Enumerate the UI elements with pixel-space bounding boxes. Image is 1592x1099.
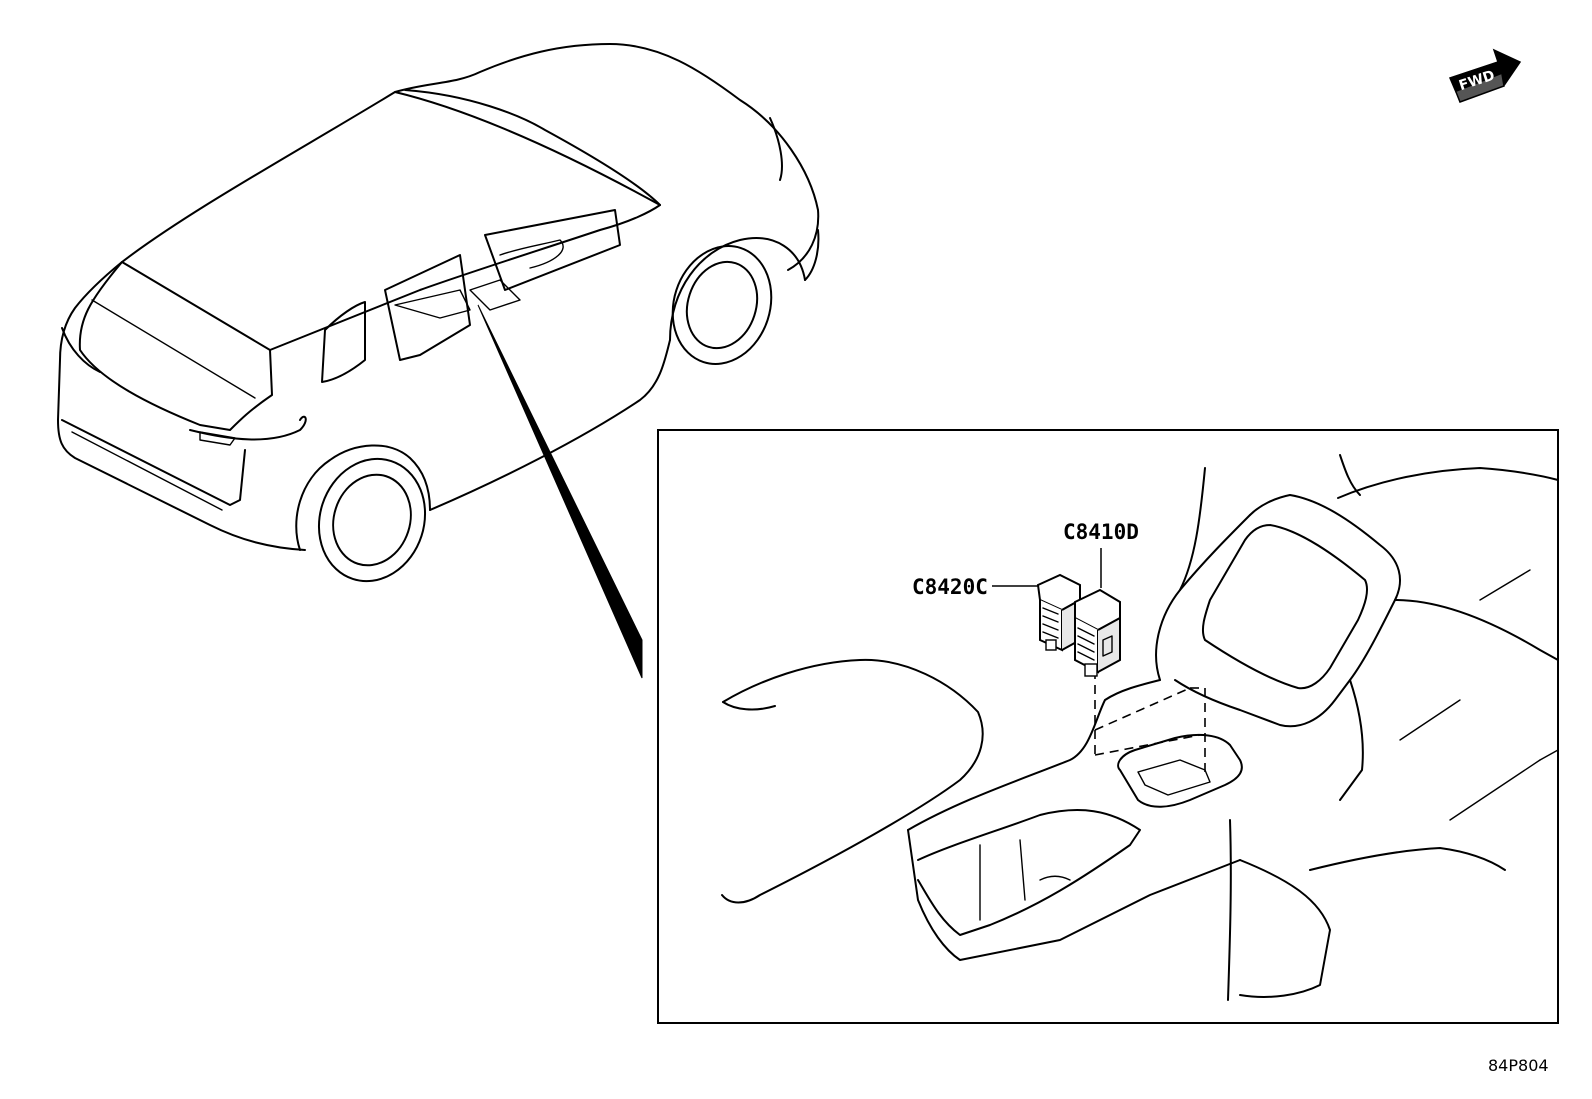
detail-frame <box>657 429 1559 1024</box>
callout-c8420c: C8420C <box>912 575 988 599</box>
forward-arrow-icon: FWD <box>1448 48 1522 103</box>
callout-c8410d: C8410D <box>1063 520 1139 544</box>
connector-c8420c <box>1036 573 1081 652</box>
connector-c8410d <box>1074 588 1121 677</box>
figure-code: 84P804 <box>1488 1056 1549 1075</box>
console-detail <box>721 454 1559 1001</box>
vehicle-illustration <box>57 43 820 679</box>
